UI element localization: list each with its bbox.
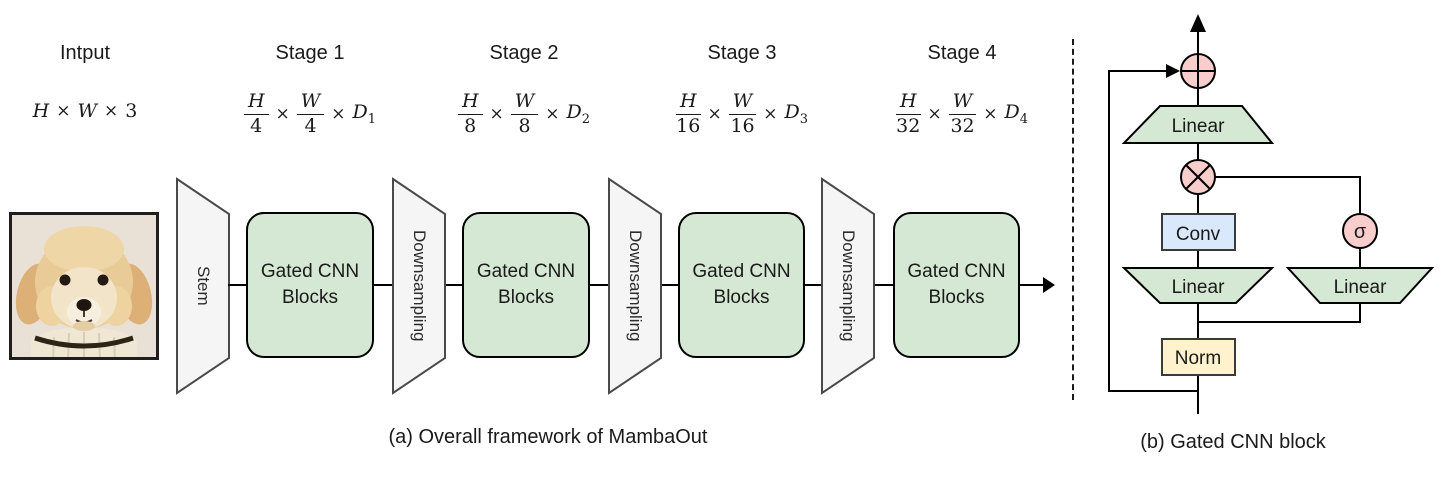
sigma-icon: σ [1342, 213, 1378, 249]
linear-top-label: Linear [1172, 116, 1225, 137]
section-divider [1072, 39, 1074, 400]
linear-right-shape: Linear [1285, 267, 1435, 304]
connector-line [374, 284, 392, 286]
input-label: Intput [59, 42, 111, 64]
stage1-label: Stage 1 [275, 42, 345, 64]
connector-line [662, 284, 678, 286]
stem-shape [176, 177, 230, 395]
add-icon [1180, 53, 1216, 89]
conv-shape: Conv [1161, 213, 1236, 251]
downsampling-shape-3 [821, 177, 875, 395]
connector-line [446, 284, 462, 286]
stage4-label: Stage 4 [927, 42, 997, 64]
multiply-icon [1180, 159, 1216, 195]
residual-arrowhead-icon [1166, 64, 1180, 78]
input-dims: H × W × 3 [32, 100, 138, 122]
gated-cnn-blocks-stage2: Gated CNN Blocks [462, 212, 590, 358]
input-dog-image [9, 212, 159, 360]
gated-cnn-block-diagram: Linear Conv σ Linear Linear [1108, 14, 1435, 414]
output-up-arrowhead-icon [1190, 14, 1206, 32]
stage2-label: Stage 2 [489, 42, 559, 64]
output-arrow-line [1020, 284, 1045, 286]
connector-line [228, 284, 246, 286]
linear-left-label: Linear [1172, 277, 1225, 298]
gated-cnn-blocks-stage3: Gated CNN Blocks [678, 212, 805, 358]
conv-label: Conv [1176, 224, 1221, 245]
gated-cnn-blocks-stage4: Gated CNN Blocks [893, 212, 1020, 358]
output-arrowhead-icon [1043, 277, 1055, 293]
downsampling-shape-1 [392, 177, 446, 395]
stage3-label: Stage 3 [707, 42, 777, 64]
connector-line [875, 284, 893, 286]
sigma-label: σ [1354, 221, 1367, 243]
connector-line [805, 284, 821, 286]
linear-top-shape: Linear [1121, 105, 1275, 144]
connector-line [590, 284, 608, 286]
norm-label: Norm [1175, 348, 1221, 369]
linear-left-shape: Linear [1121, 267, 1275, 304]
gated-cnn-blocks-stage1: Gated CNN Blocks [246, 212, 374, 358]
caption-b: (b) Gated CNN block [1140, 431, 1326, 453]
norm-shape: Norm [1161, 338, 1236, 376]
linear-right-label: Linear [1334, 277, 1387, 298]
caption-a: (a) Overall framework of MambaOut [388, 426, 708, 448]
downsampling-shape-2 [608, 177, 662, 395]
